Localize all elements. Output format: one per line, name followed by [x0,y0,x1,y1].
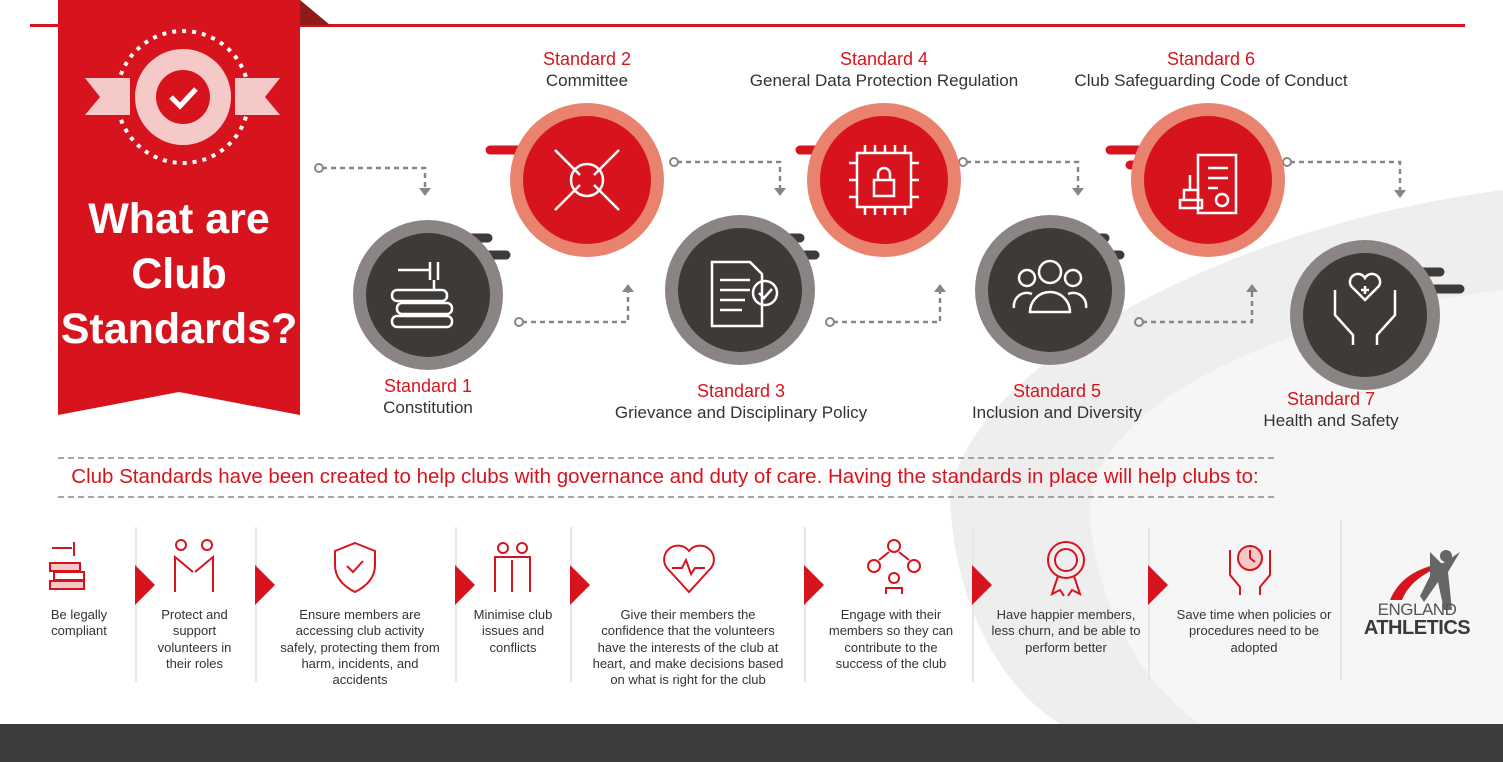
award-star-icon [1047,541,1085,597]
group-icon [1012,259,1088,314]
network-people-icon [867,539,921,594]
benefit-item: Ensure members are accessing club activi… [280,607,440,688]
document-check-icon [710,260,779,328]
standard-number: Standard 4 [839,49,929,69]
standard-5-circle [975,215,1125,365]
benefit-item: Engage with their members so they can co… [828,607,954,671]
footer-bar [0,724,1503,762]
standard-name: Committee [545,71,629,90]
standard-name: Health and Safety [1263,411,1399,430]
benefit-item: Minimise club issues and conflicts [473,607,553,655]
title-line: What are [88,195,270,243]
england-athletics-logo-mark [1390,550,1460,610]
standard-2-label: Standard 2 Committee [427,48,747,92]
badge-check-icon [85,29,280,165]
stamp-document-icon [1178,153,1238,215]
standard-number: Standard 6 [1166,49,1256,69]
standard-number: Standard 2 [542,49,632,69]
standard-1-circle [353,220,503,370]
standard-1-label: Standard 1 Constitution [268,375,588,419]
standard-2-circle [510,103,664,257]
heart-pulse-icon [663,544,715,594]
shield-check-icon [334,541,376,594]
gavel-books-icon [390,262,454,329]
standard-name: General Data Protection Regulation [749,71,1019,90]
benefit-item: Have happier members, less churn, and be… [991,607,1141,655]
benefit-item: Be legally compliant [50,607,108,639]
gavel-books-icon [49,542,85,590]
standard-number: Standard 3 [696,381,786,401]
chip-lock-icon [849,145,919,215]
top-rule [30,24,1465,27]
standard-6-circle [1131,103,1285,257]
page-title: What are Club Standards? [58,192,300,357]
standard-6-label: Standard 6 Club Safeguarding Code of Cond… [1051,48,1371,92]
hands-heart-icon [1333,272,1397,345]
standard-3-label: Standard 3 Grievance and Disciplinary Pol… [581,380,901,424]
benefit-item: Protect and support volunteers in their … [157,607,232,671]
standard-name: Club Safeguarding Code of Conduct [1074,71,1348,90]
logo-line-2: ATHLETICS [1363,617,1471,639]
joined-hands-icon [554,149,620,211]
standard-name: Inclusion and Diversity [971,403,1143,422]
standard-name: Constitution [383,398,473,417]
benefit-item: Save time when policies or procedures ne… [1176,607,1332,655]
step-chevrons [135,520,1342,682]
handshake-icon [174,539,214,592]
people-embrace-icon [494,542,531,592]
intro-statement: Club Standards have been created to help… [71,465,1259,488]
hands-clock-icon [1229,545,1271,595]
england-athletics-logo: ENGLAND ATHLETICS [1362,600,1472,638]
standard-number: Standard 5 [1012,381,1102,401]
standard-number: Standard 1 [383,376,473,396]
logo-line-1: ENGLAND [1377,600,1457,619]
title-line: Standards? [60,305,298,353]
standard-5-label: Standard 5 Inclusion and Diversity [897,380,1217,424]
standard-4-label: Standard 4 General Data Protection Regula… [724,48,1044,92]
standard-7-label: Standard 7 Health and Safety [1171,388,1491,432]
benefit-item: Give their members the confidence that t… [592,607,784,688]
title-line: Club [131,250,227,298]
standard-number: Standard 7 [1286,389,1376,409]
standard-7-circle [1290,240,1440,390]
standard-name: Grievance and Disciplinary Policy [614,403,868,422]
